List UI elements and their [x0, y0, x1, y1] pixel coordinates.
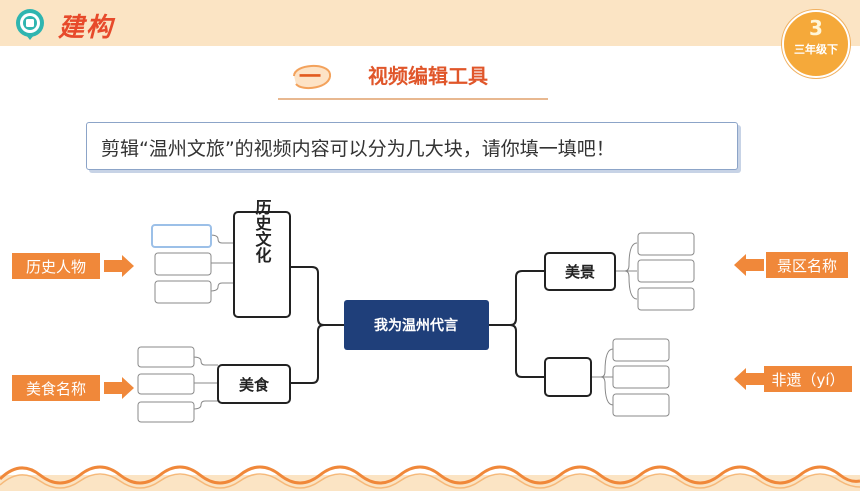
tag-heritage: 非遗（yí）	[734, 366, 852, 392]
blank-box-food-1[interactable]	[137, 346, 195, 368]
branch-food	[217, 364, 291, 404]
tag-history-people-label: 历史人物	[26, 258, 86, 276]
center-node-label: 我为温州代言	[374, 317, 458, 334]
section-heading: 一 视频编辑工具	[278, 56, 548, 100]
blank-box-heritage-1[interactable]	[612, 338, 670, 362]
blank-box-scenery-2[interactable]	[637, 259, 695, 283]
heading-number-badge: 一	[293, 65, 331, 90]
wave-decoration	[0, 465, 860, 491]
center-node	[344, 300, 489, 350]
branch-scenery	[544, 252, 616, 291]
heading-title: 视频编辑工具	[368, 64, 488, 88]
top-banner: 建构	[0, 0, 860, 46]
blank-box-scenery-3[interactable]	[637, 287, 695, 311]
blank-box-heritage-3[interactable]	[612, 393, 670, 417]
branch-food-label: 美食	[239, 376, 270, 394]
mind-map: 历史文化 美食 我为温州代言 美景 历史人物 美食名称 景区名称 非遗（yí）	[12, 199, 852, 423]
tag-heritage-label: 非遗（yí）	[771, 371, 844, 389]
target-badge-icon	[16, 9, 44, 40]
blank-box-heritage-2[interactable]	[612, 365, 670, 389]
branch-history	[233, 211, 291, 318]
branch-history-label: 历史文化	[253, 199, 272, 263]
blank-box-history-1[interactable]	[151, 224, 212, 248]
blank-box-history-2[interactable]	[154, 252, 212, 276]
prompt-box: 剪辑“温州文旅”的视频内容可以分为几大块，请你填一填吧！	[86, 122, 738, 170]
prompt-text: 剪辑“温州文旅”的视频内容可以分为几大块，请你填一填吧！	[101, 138, 615, 160]
section-label: 建构	[58, 13, 115, 43]
heading-number: 一	[299, 65, 321, 90]
blank-box-history-3[interactable]	[154, 280, 212, 304]
tag-history-people: 历史人物	[12, 253, 134, 279]
grade-number: 3	[809, 16, 823, 40]
blank-box-scenery-1[interactable]	[637, 232, 695, 256]
tag-food-names: 美食名称	[12, 375, 134, 401]
tag-food-names-label: 美食名称	[26, 380, 86, 398]
branch-scenery-label: 美景	[565, 263, 595, 281]
tag-scenic-names: 景区名称	[734, 252, 848, 278]
grade-badge: 3 三年级下	[782, 10, 850, 78]
grade-text: 三年级下	[794, 43, 838, 56]
branch-heritage-blank[interactable]	[544, 357, 592, 397]
blank-box-food-3[interactable]	[137, 401, 195, 423]
tag-scenic-names-label: 景区名称	[777, 257, 837, 275]
heading-underline	[278, 98, 548, 100]
blank-box-food-2[interactable]	[137, 373, 195, 395]
